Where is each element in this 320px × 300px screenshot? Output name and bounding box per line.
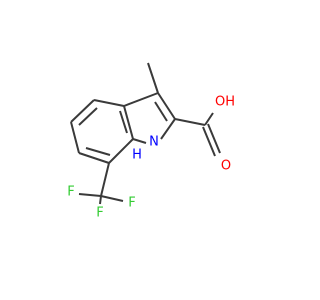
bond-cf3-f-bottom <box>99 195 102 205</box>
bond-c4-c5-inner <box>78 107 98 126</box>
bond-c7a-c3a-inner <box>119 110 128 134</box>
bond-c3-methyl <box>147 62 159 94</box>
bond-cf3-f-left <box>78 193 102 197</box>
bond-c6-c7 <box>78 152 110 164</box>
atom-label-oh: OH <box>215 95 235 110</box>
bond-c3a-c3 <box>123 92 159 107</box>
structure-canvas: OH O N H F F F <box>67 62 235 221</box>
bond-n1-c7a <box>132 138 147 144</box>
atom-label-nitrogen-hydrogen: H <box>132 148 142 163</box>
atom-label-fluorine-bottom: F <box>96 206 103 221</box>
bond-c7a-c3a <box>123 105 134 140</box>
bond-c3-c2 <box>157 92 176 120</box>
atom-label-carbonyl-oxygen: O <box>221 159 231 174</box>
bond-carbonyl-a <box>202 126 216 157</box>
bond-cf3-f-right <box>100 195 124 202</box>
bond-c5-c6 <box>70 121 80 154</box>
bond-c4-c5 <box>70 99 95 123</box>
bond-c2-carboxyl <box>174 118 206 126</box>
bond-c2-n1 <box>160 118 176 140</box>
atom-label-fluorine-right: F <box>128 196 135 211</box>
bond-c3-c2-inner <box>154 101 168 122</box>
molecule-structure: OH O N H F F F <box>67 62 235 221</box>
atom-label-nitrogen: N <box>149 135 159 150</box>
bond-carboxyl-oh <box>204 112 214 126</box>
atom-label-fluorine-left: F <box>67 185 74 200</box>
bond-carbonyl-b <box>207 123 221 154</box>
bond-c6-c7-inner <box>85 147 111 156</box>
bond-c3a-c4 <box>93 99 125 107</box>
bond-c7-c7a <box>108 138 134 164</box>
bond-c7-cf3 <box>100 162 110 197</box>
